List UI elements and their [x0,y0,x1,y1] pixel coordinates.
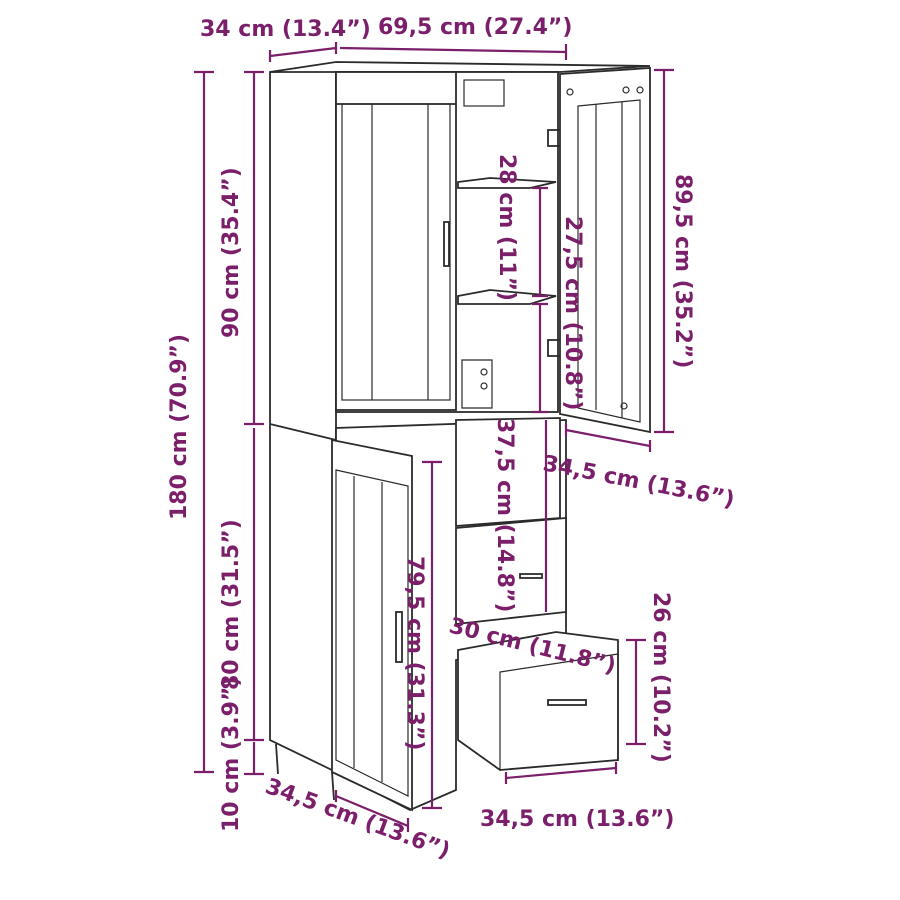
upper-shelf-1 [457,177,557,189]
leg-front-right [331,771,335,801]
label-door-height: 89,5 cm (35.2”) [670,174,695,368]
door-handle-upper [443,221,450,267]
label-total-height: 180 cm (70.9”) [167,334,192,520]
label-upper-height: 90 cm (35.4”) [219,167,244,338]
door-handle-lower [395,611,403,663]
label-shelf-upper: 28 cm (11”) [494,154,519,301]
label-drawer-width: 34,5 cm (13.6”) [480,807,674,832]
side-panel [269,69,337,774]
upper-shelf-2 [457,289,557,305]
top-panel [269,61,651,73]
label-shelf-lower: 27,5 cm (10.8”) [560,216,585,410]
cabinet-drawing [269,61,651,812]
label-leg-height: 10 cm (3.9”) [219,677,244,832]
label-drawer-height: 26 cm (10.2”) [648,592,673,763]
upper-left-door [335,71,457,411]
dimension-lines [194,42,674,832]
label-top-depth: 34 cm (13.4”) [200,17,371,42]
label-top-width: 69,5 cm (27.4”) [378,15,572,40]
label-lower-compartment: 79,5 cm (31.3”) [402,556,427,750]
label-door-width: 34,5 cm (13.6”) [541,451,737,513]
upper-right-door-open [559,67,651,434]
drawer-2 [455,517,567,626]
label-lower-height: 80 cm (31.5”) [219,519,244,690]
leg-front-left [275,743,279,775]
lower-door-open [331,438,413,812]
label-drawer-front-height: 37,5 cm (14.8”) [492,418,517,612]
